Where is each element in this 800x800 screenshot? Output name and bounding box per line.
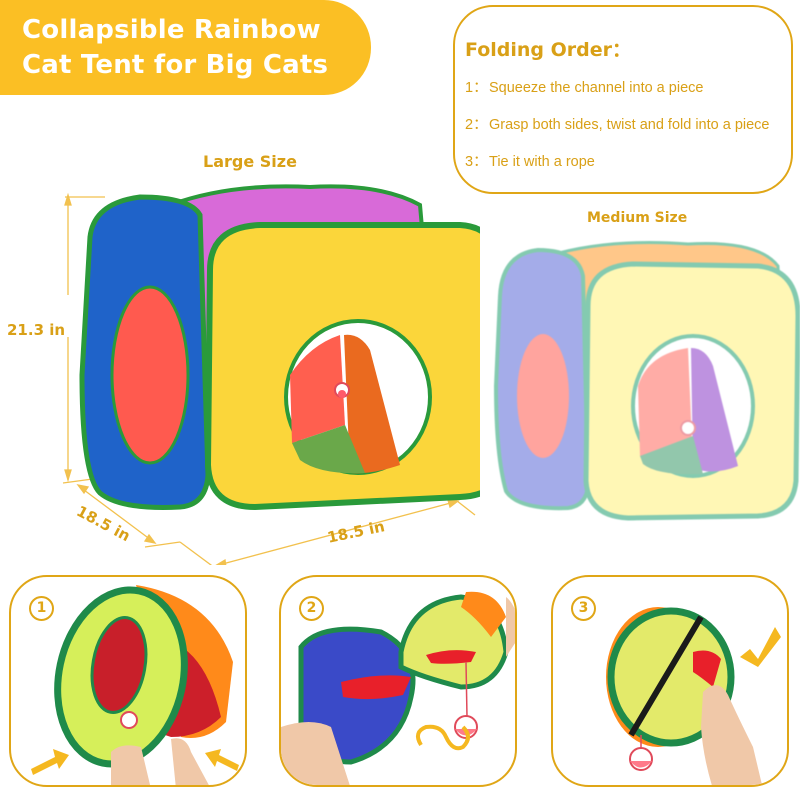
title-line-1: Collapsible Rainbow (22, 15, 321, 45)
large-tent-image (60, 175, 480, 565)
title-banner: Collapsible Rainbow Cat Tent for Big Cat… (0, 0, 371, 95)
step-text: Squeeze the channel into a piece (489, 80, 704, 96)
step-badge-3: 3 (571, 596, 596, 621)
step-number: 1： (465, 80, 488, 96)
medium-size-label: Medium Size (587, 210, 688, 226)
step-text: Tie it with a rope (489, 154, 595, 170)
large-size-label: Large Size (203, 152, 297, 171)
folding-order-box: Folding Order： 1：Squeeze the channel int… (453, 5, 793, 194)
medium-tent-image (488, 236, 800, 526)
squeeze-tent-image (31, 585, 239, 785)
folding-step-1: 1：Squeeze the channel into a piece (465, 76, 791, 113)
folding-step-3: 3：Tie it with a rope (465, 150, 791, 187)
title-line-2: Cat Tent for Big Cats (22, 50, 329, 80)
folding-order-heading: Folding Order： (465, 39, 632, 61)
step-panel-3: 3 (551, 575, 789, 787)
step-badge-1: 1 (29, 596, 54, 621)
height-dimension-label: 21.3 in (7, 321, 66, 339)
checkmark-icon (740, 627, 781, 667)
tied-tent-image (606, 607, 781, 785)
folding-step-2: 2：Grasp both sides, twist and fold into … (465, 113, 791, 150)
step-panel-1: 1 (9, 575, 247, 787)
twist-tent-image (281, 591, 515, 785)
step-text: Grasp both sides, twist and fold into a … (489, 117, 770, 133)
step-panel-2: 2 (279, 575, 517, 787)
step-number: 3： (465, 154, 488, 170)
twist-loop-icon (415, 724, 470, 751)
step-badge-2: 2 (299, 596, 324, 621)
step-number: 2： (465, 117, 488, 133)
